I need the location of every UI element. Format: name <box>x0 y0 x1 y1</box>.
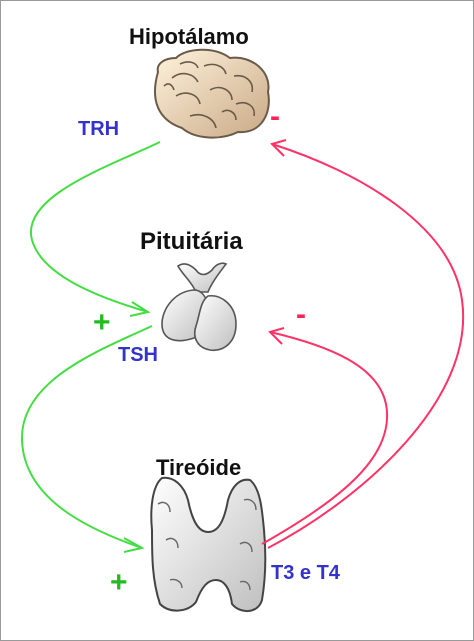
pituitary-gland-icon <box>162 263 236 350</box>
t3-t4-inhibition-hypothalamus-arrow <box>268 140 463 548</box>
minus-sign-hypothalamus: - <box>270 100 280 134</box>
t3-t4-inhibition-pituitary-arrow <box>262 328 387 544</box>
thyroid-label: Tireóide <box>156 455 241 481</box>
pituitary-label: Pituitária <box>140 228 243 256</box>
tsh-label: TSH <box>118 344 158 367</box>
minus-sign-pituitary: - <box>296 298 306 332</box>
trh-label: TRH <box>78 118 119 141</box>
hypothalamus-label: Hipotálamo <box>129 24 249 50</box>
t3-t4-label: T3 e T4 <box>271 562 340 585</box>
brain-icon <box>155 50 269 138</box>
plus-sign-thyroid: + <box>110 566 128 600</box>
thyroid-gland-icon <box>151 478 265 611</box>
plus-sign-pituitary: + <box>93 306 111 340</box>
